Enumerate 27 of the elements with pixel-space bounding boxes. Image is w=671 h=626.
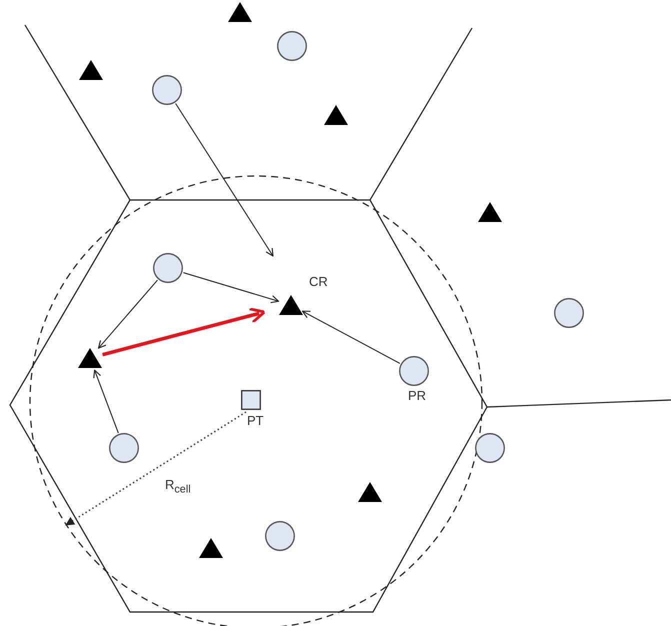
triangle-marker <box>228 2 252 22</box>
circle-marker <box>475 433 505 463</box>
radius-label: R$_{cell}$ <box>165 478 191 496</box>
node-label: CR <box>309 275 328 288</box>
circle-marker <box>109 433 139 463</box>
arrow <box>98 280 158 349</box>
circle-marker <box>399 356 429 386</box>
triangle-marker <box>279 295 303 315</box>
square-marker <box>241 390 261 410</box>
triangle-marker <box>358 482 382 502</box>
node-label: PR <box>408 389 426 402</box>
arrow <box>175 102 274 257</box>
arrow <box>182 272 280 304</box>
circle-marker <box>152 75 182 105</box>
triangle-marker <box>478 202 502 222</box>
triangle-marker <box>79 60 103 80</box>
circle-marker <box>153 253 183 283</box>
circle-marker <box>554 298 584 328</box>
thick-arrow <box>102 307 266 356</box>
circle-marker <box>265 521 295 551</box>
triangle-marker <box>324 105 348 125</box>
arrow <box>93 370 119 434</box>
triangle-marker <box>78 348 102 368</box>
triangle-marker <box>199 538 223 558</box>
circle-marker <box>277 31 307 61</box>
arrow <box>302 310 400 364</box>
node-label: PT <box>247 414 264 427</box>
